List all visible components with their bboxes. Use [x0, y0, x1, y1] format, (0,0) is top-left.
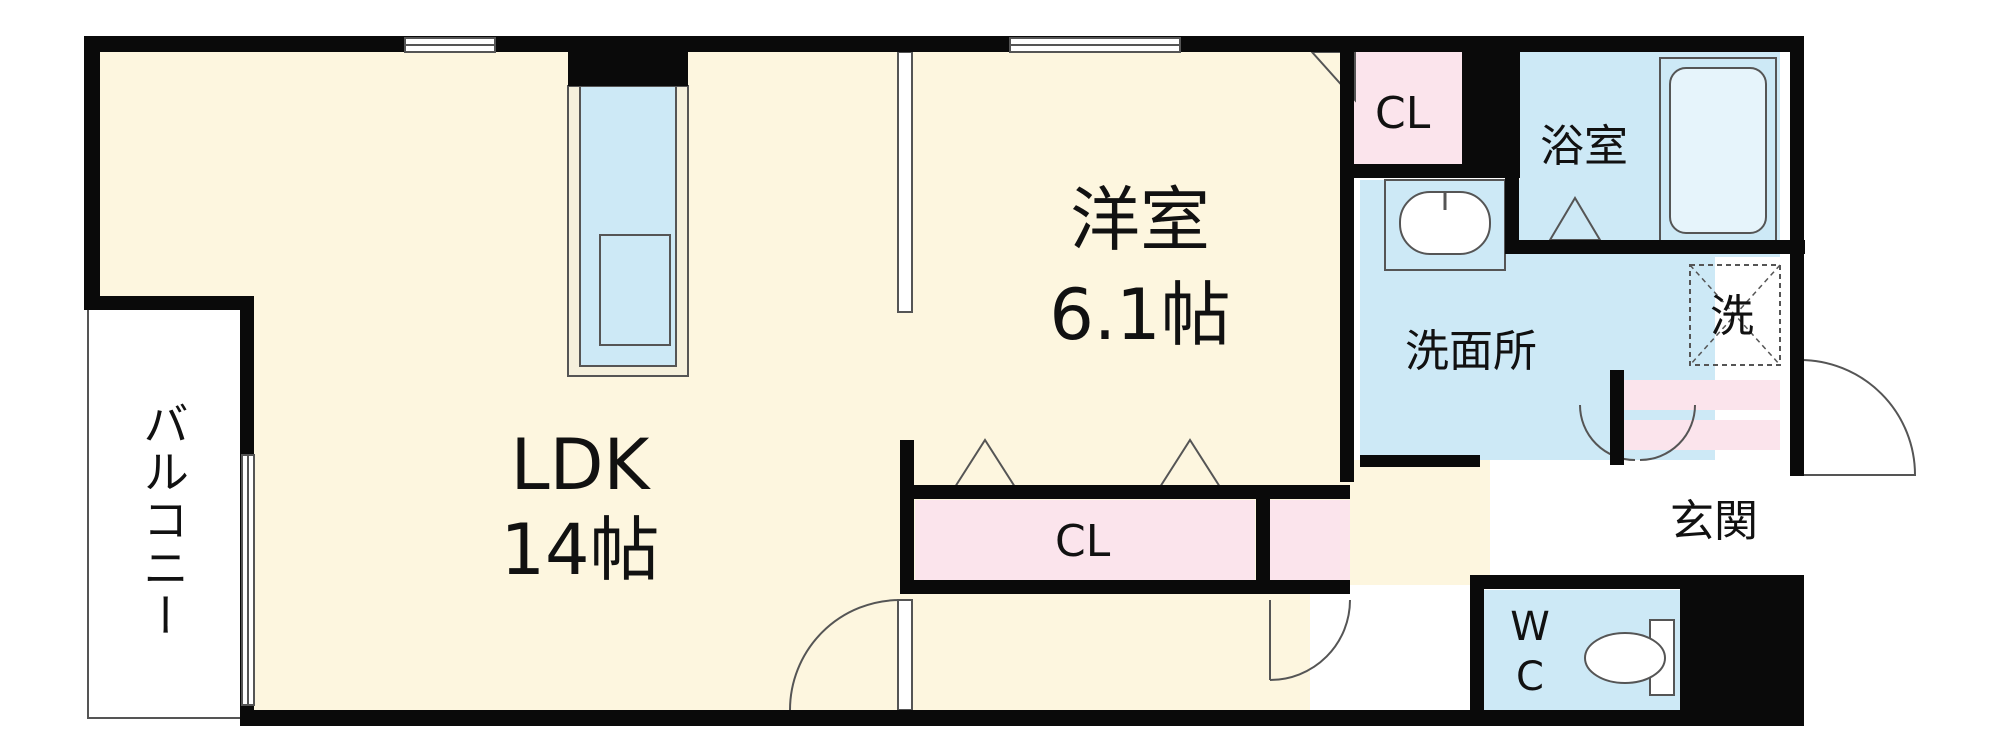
door-swing-icon — [789, 51, 1917, 711]
toilet-label-c: C — [1516, 654, 1544, 700]
toilet-icon — [1584, 619, 1675, 696]
western-room-size: 6.1帖 — [1049, 274, 1231, 356]
bath-label: 浴室 — [1540, 121, 1628, 172]
entrance-label: 玄関 — [1670, 496, 1758, 547]
ldk-name: LDK — [510, 424, 650, 506]
sink-icon — [1384, 179, 1506, 271]
laundry-label: 洗 — [1710, 291, 1754, 342]
shoe-shelf-1 — [1620, 380, 1780, 410]
closet-bottom-label: CL — [1055, 516, 1111, 567]
toilet-label-w: W — [1510, 604, 1550, 650]
walls — [84, 36, 1805, 726]
closet-bottom-floor — [915, 500, 1255, 580]
western-room-name: 洋室 — [1070, 179, 1210, 261]
floor-areas — [87, 52, 1780, 719]
closet-top-label: CL — [1375, 88, 1431, 139]
ldk-size: 14帖 — [500, 509, 660, 591]
balcony-label: バルコニー — [136, 400, 190, 640]
ldk-floor — [100, 52, 900, 710]
washer-space-icon — [1689, 264, 1781, 366]
western-room-floor — [900, 52, 1347, 492]
bathtub-icon — [1548, 57, 1777, 244]
closet-hall-floor — [1270, 500, 1350, 580]
washroom-label: 洗面所 — [1405, 326, 1537, 377]
sliding-partition — [897, 51, 913, 711]
window-icon — [241, 37, 1181, 706]
shoe-shelf-2 — [1620, 420, 1780, 450]
closet-top-floor — [1350, 52, 1462, 164]
kitchen-counter-icon — [567, 85, 689, 377]
